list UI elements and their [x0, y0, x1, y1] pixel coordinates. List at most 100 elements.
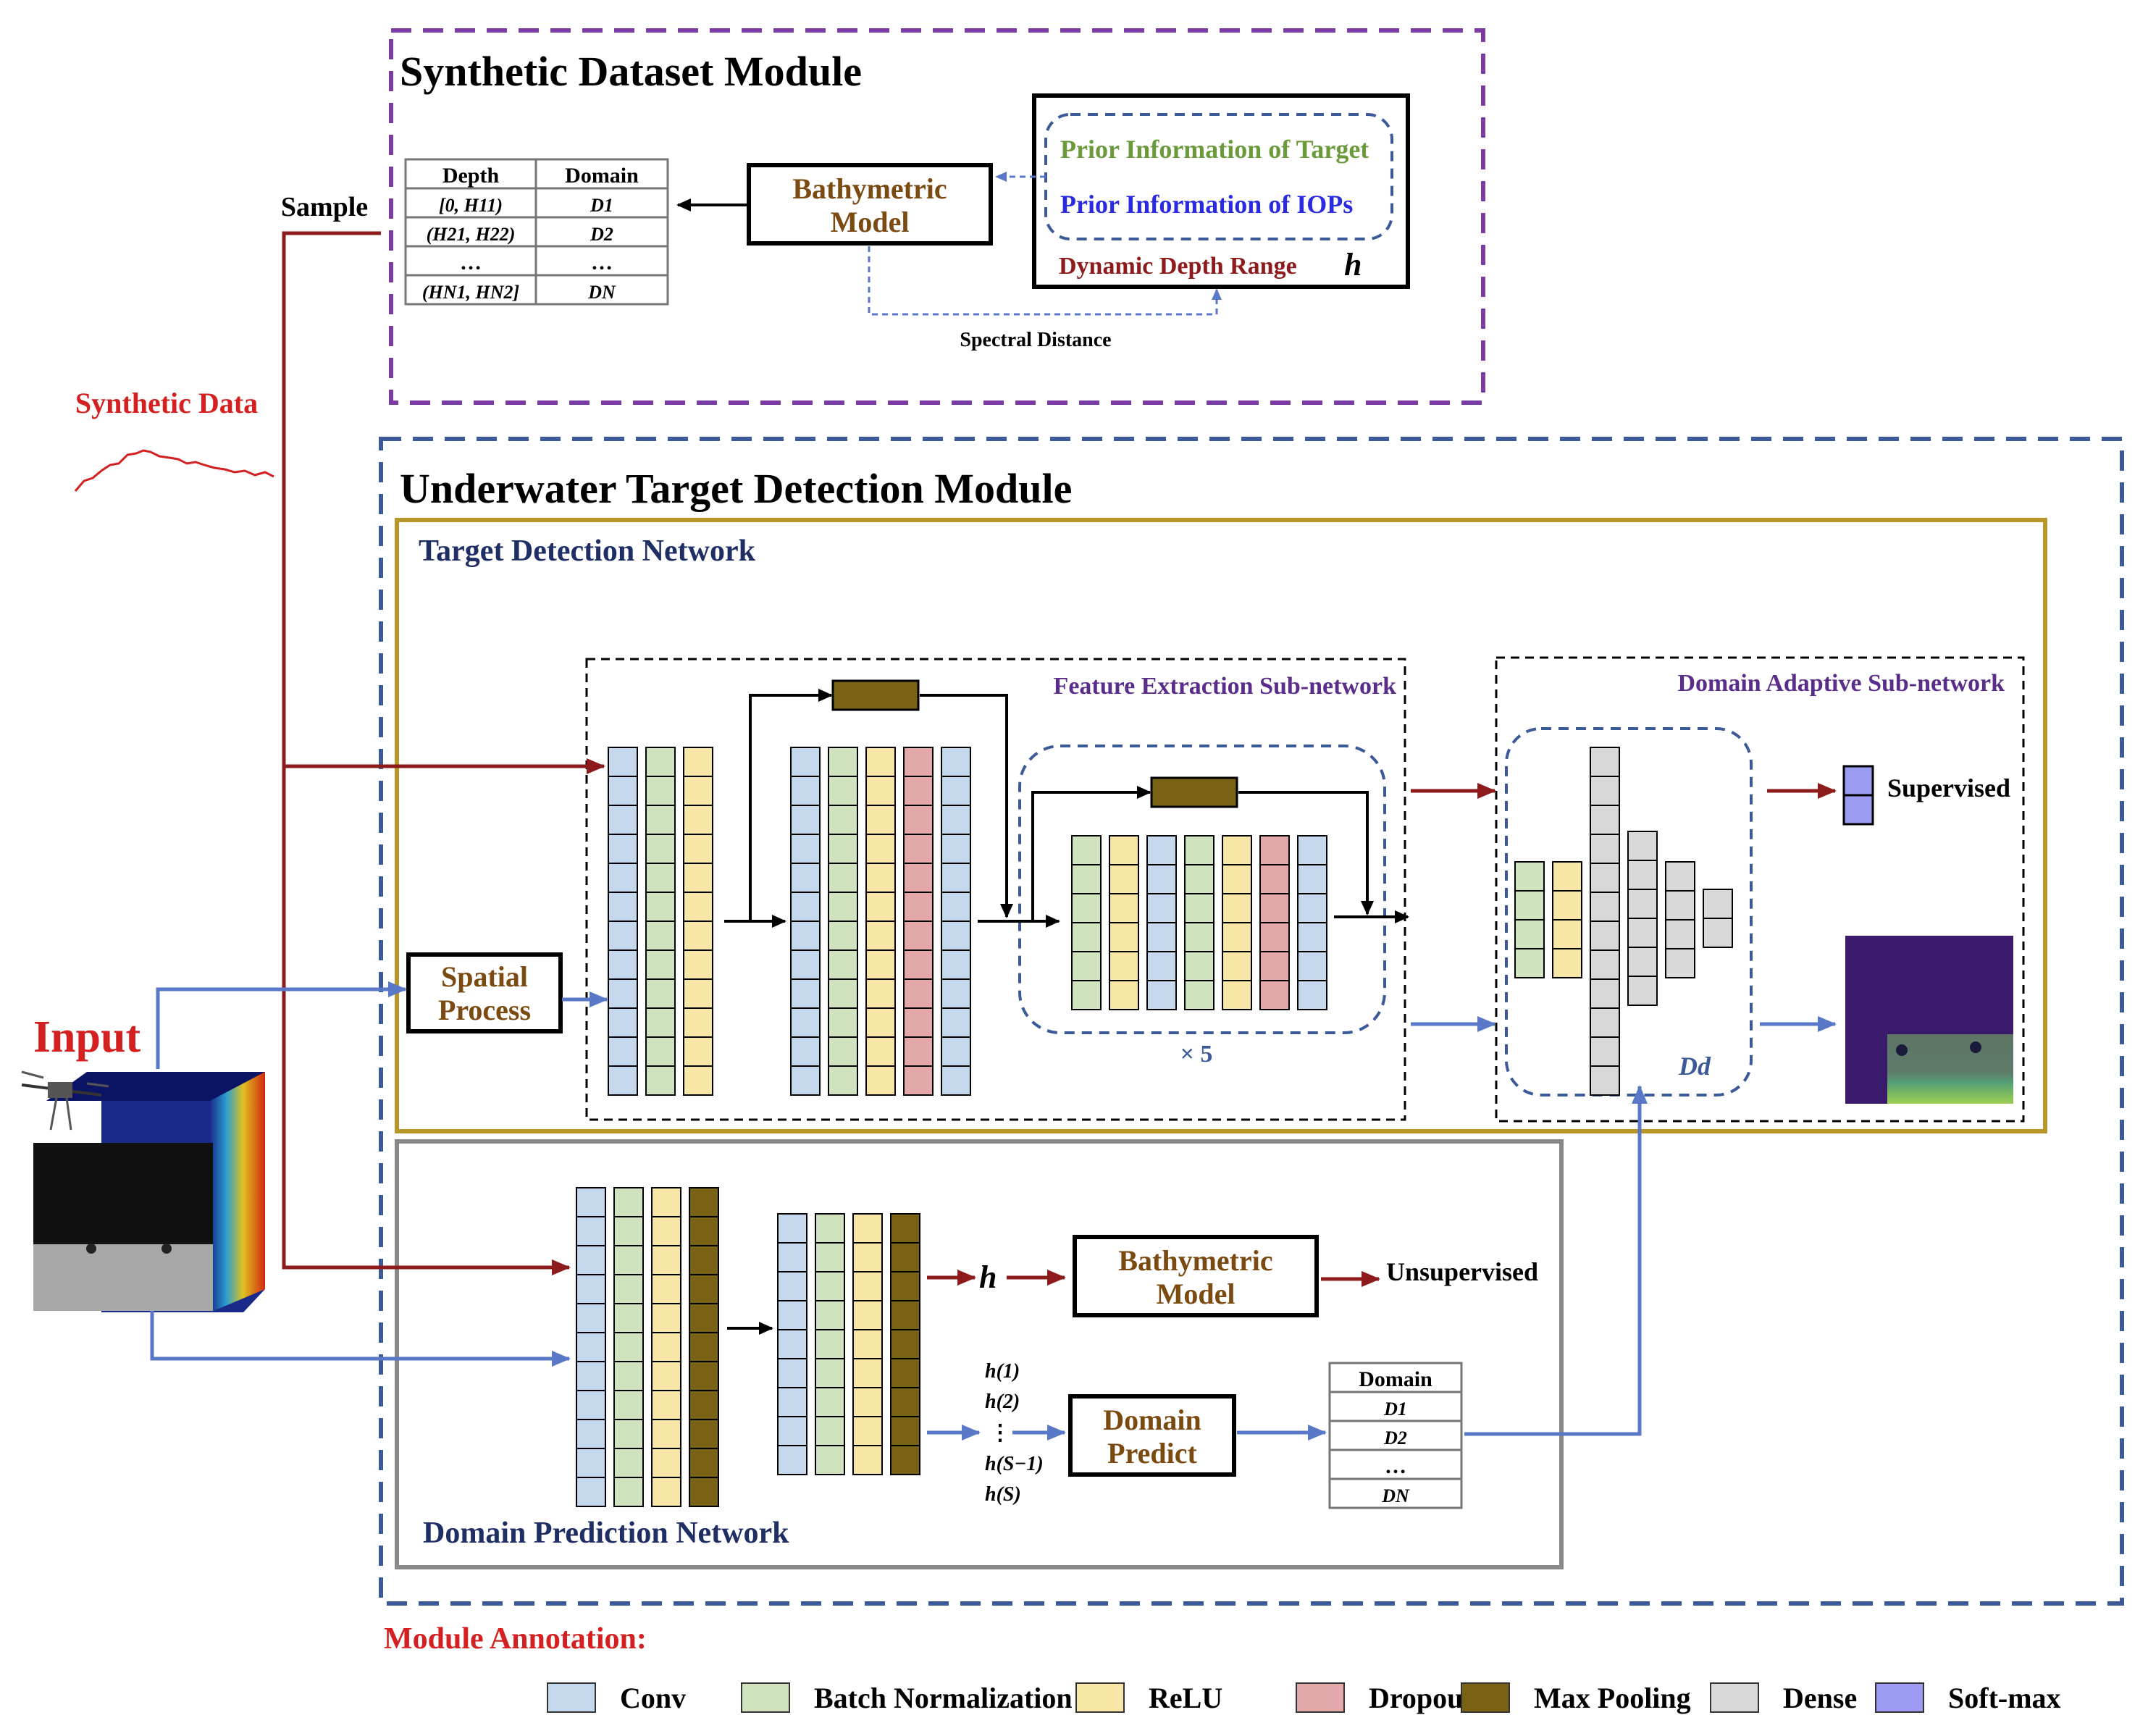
h-sample-2: h(2)	[985, 1391, 1020, 1413]
depth-domain-table: Depth Domain [0, H11) D1 (H21, H22) D2 ……	[404, 158, 669, 306]
connectors	[150, 231, 1837, 1441]
layer-column-relu	[1552, 861, 1582, 978]
feature-extraction-frame	[585, 658, 1406, 1121]
synthetic-module-title: Synthetic Dataset Module	[400, 48, 862, 95]
domain-adaptive-title: Domain Adaptive Sub-network	[1677, 670, 2005, 697]
softmax-output	[1842, 765, 1874, 826]
prior-target-label: Prior Information of Target	[1060, 135, 1369, 164]
legend-label: Dropout	[1369, 1682, 1473, 1714]
domain-table-cell: DN	[1381, 1485, 1410, 1506]
bathymetric-model-2-label-1: Bathymetric	[1118, 1244, 1272, 1277]
layer-column-conv	[1297, 835, 1327, 1010]
layer-column-dense	[1703, 889, 1733, 948]
layer-column-relu	[865, 747, 896, 1096]
table-cell: [0, H11)	[439, 195, 503, 216]
legend: Conv Batch Normalization ReLU Dropout Max Po…	[547, 1682, 2061, 1714]
layer-column-conv	[608, 747, 638, 1096]
synthetic-data-label: Synthetic Data	[75, 387, 258, 419]
layer-column-relu	[1109, 835, 1139, 1010]
legend-label: Dense	[1783, 1682, 1857, 1714]
layer-column-batch-normalization	[815, 1213, 845, 1475]
domain-predict-label-1: Domain	[1103, 1404, 1201, 1436]
legend-item-dropout: Dropout	[1296, 1682, 1473, 1714]
inner-skip-maxpool-block	[1150, 776, 1238, 808]
layer-column-dense	[1627, 831, 1658, 1006]
domain-predict-box	[1068, 1394, 1236, 1477]
bathymetric-model-2-label-2: Model	[1157, 1278, 1235, 1310]
legend-swatch	[741, 1682, 790, 1713]
legend-swatch	[1461, 1682, 1510, 1713]
table-cell: …	[460, 251, 482, 274]
table-cell: D2	[590, 224, 613, 245]
layer-column-max-pooling	[890, 1213, 920, 1475]
layer-column-relu	[1222, 835, 1252, 1010]
domain-table-cell: D1	[1383, 1399, 1407, 1420]
predicted-domain-table: Domain D1 D2 … DN	[1328, 1362, 1463, 1509]
layer-column-max-pooling	[689, 1187, 719, 1507]
legend-item-soft-max: Soft-max	[1875, 1682, 2061, 1714]
layer-column-conv	[790, 747, 821, 1096]
detection-result-image	[1845, 936, 2013, 1104]
layer-column-dropout	[1259, 835, 1290, 1010]
detection-module-title: Underwater Target Detection Module	[400, 465, 1072, 512]
layer-columns	[576, 747, 1733, 1507]
detection-module-frame	[379, 437, 2124, 1606]
h-sample-dots: ⋮	[989, 1421, 1011, 1445]
legend-label: ReLU	[1149, 1682, 1222, 1714]
synthetic-dataset-module: Synthetic Dataset Module Depth Domain [0…	[389, 28, 1485, 405]
h-sample-s: h(S)	[985, 1483, 1021, 1506]
target-detection-network-title: Target Detection Network	[419, 534, 756, 568]
bathymetric-model-box	[747, 163, 993, 246]
skip-maxpool-block	[831, 679, 920, 711]
legend-swatch	[1296, 1682, 1345, 1713]
spatial-process-label-1: Spatial	[441, 960, 528, 993]
table-cell: (HN1, HN2]	[422, 282, 519, 303]
domain-table-header: Domain	[1359, 1367, 1432, 1391]
layer-column-batch-normalization	[613, 1187, 644, 1507]
bathymetric-model-label-2: Model	[831, 206, 910, 238]
layer-column-conv	[576, 1187, 606, 1507]
layer-column-relu	[852, 1213, 883, 1475]
bathymetric-model-label-1: Bathymetric	[792, 172, 947, 205]
prior-iops-label: Prior Information of IOPs	[1060, 190, 1353, 219]
annotation-title: Module Annotation:	[384, 1622, 647, 1656]
legend-item-relu: ReLU	[1075, 1682, 1222, 1714]
legend-label: Max Pooling	[1534, 1682, 1691, 1714]
spatial-process-box	[406, 952, 563, 1033]
layer-column-batch-normalization	[1514, 861, 1545, 978]
domain-predict-label-2: Predict	[1107, 1437, 1197, 1469]
depth-h-symbol: h	[1344, 247, 1362, 282]
layer-column-relu	[651, 1187, 681, 1507]
layer-column-batch-normalization	[645, 747, 676, 1096]
domain-table-cell: D2	[1383, 1427, 1407, 1448]
legend-item-batch-normalization: Batch Normalization	[741, 1682, 1073, 1714]
layer-column-relu	[683, 747, 713, 1096]
table-cell: DN	[587, 282, 616, 303]
bathymetric-model-box-2	[1073, 1235, 1319, 1317]
legend-label: Soft-max	[1948, 1682, 2061, 1714]
layer-column-dense	[1590, 747, 1620, 1096]
layer-column-conv	[941, 747, 971, 1096]
legend-swatch	[1710, 1682, 1759, 1713]
table-header-domain: Domain	[565, 164, 639, 188]
supervised-label: Supervised	[1887, 773, 2010, 802]
hyperspectral-input-image	[33, 1072, 265, 1312]
legend-swatch	[1075, 1682, 1125, 1713]
layer-column-batch-normalization	[1071, 835, 1102, 1010]
legend-label: Conv	[620, 1682, 686, 1714]
layer-column-conv	[777, 1213, 807, 1475]
target-detection-network-frame	[395, 518, 2047, 1133]
layer-column-dropout	[903, 747, 934, 1096]
input-label: Input	[33, 1012, 141, 1062]
h-sample-s-1: h(S−1)	[985, 1453, 1044, 1475]
drone-icon	[21, 1070, 109, 1131]
sample-label: Sample	[281, 192, 368, 222]
feature-extraction-title: Feature Extraction Sub-network	[1054, 673, 1397, 700]
domain-table-cell: …	[1385, 1454, 1406, 1478]
table-cell: D1	[590, 195, 613, 216]
repeat-label: × 5	[1180, 1041, 1213, 1068]
layer-column-batch-normalization	[828, 747, 858, 1096]
table-cell: …	[591, 251, 613, 274]
spectral-distance-label: Spectral Distance	[960, 329, 1111, 351]
legend-item-max-pooling: Max Pooling	[1461, 1682, 1691, 1714]
